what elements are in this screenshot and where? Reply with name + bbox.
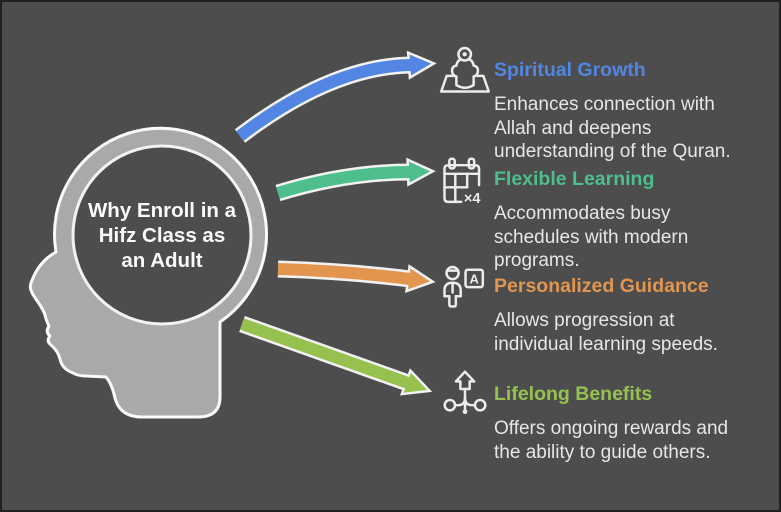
head-silhouette <box>28 126 269 419</box>
benefit-title: Lifelong Benefits <box>494 383 653 405</box>
calendar-x4-label: ×4 <box>464 191 482 207</box>
head-title: Why Enroll in a Hifz Class as an Adult <box>87 199 237 272</box>
curved-arrow-flexible-learning <box>275 157 436 202</box>
board-letter: A <box>470 272 480 287</box>
benefit-description: Accommodates busy schedules with modern … <box>494 203 689 271</box>
curved-arrow-personalized-guidance <box>277 260 436 294</box>
benefit-description: Enhances connection with Allah and deepe… <box>494 94 731 162</box>
benefit-title: Spiritual Growth <box>494 59 646 81</box>
benefit-spiritual-growth: Spiritual Growth Enhances connection wit… <box>494 57 779 164</box>
benefit-flexible-learning: Flexible Learning Accommodates busy sche… <box>494 166 779 273</box>
benefit-title: Personalized Guidance <box>494 275 709 297</box>
benefit-description: Offers ongoing rewards and the ability t… <box>494 418 729 463</box>
curved-arrow-spiritual-growth <box>234 50 437 143</box>
benefit-personalized-guidance: Personalized Guidance Allows progression… <box>494 273 779 356</box>
head-inner-circle <box>71 144 253 326</box>
curved-arrow-lifelong-benefits <box>239 315 433 396</box>
growth-paths-icon <box>438 369 492 423</box>
praying-person-icon <box>438 44 492 98</box>
benefit-description: Allows progression at individual learnin… <box>494 310 718 355</box>
benefit-lifelong-benefits: Lifelong Benefits Offers ongoing rewards… <box>494 381 779 464</box>
teacher-board-icon: A <box>438 259 492 313</box>
benefit-title: Flexible Learning <box>494 168 655 190</box>
calendar-x4-icon: ×4 <box>438 156 492 210</box>
